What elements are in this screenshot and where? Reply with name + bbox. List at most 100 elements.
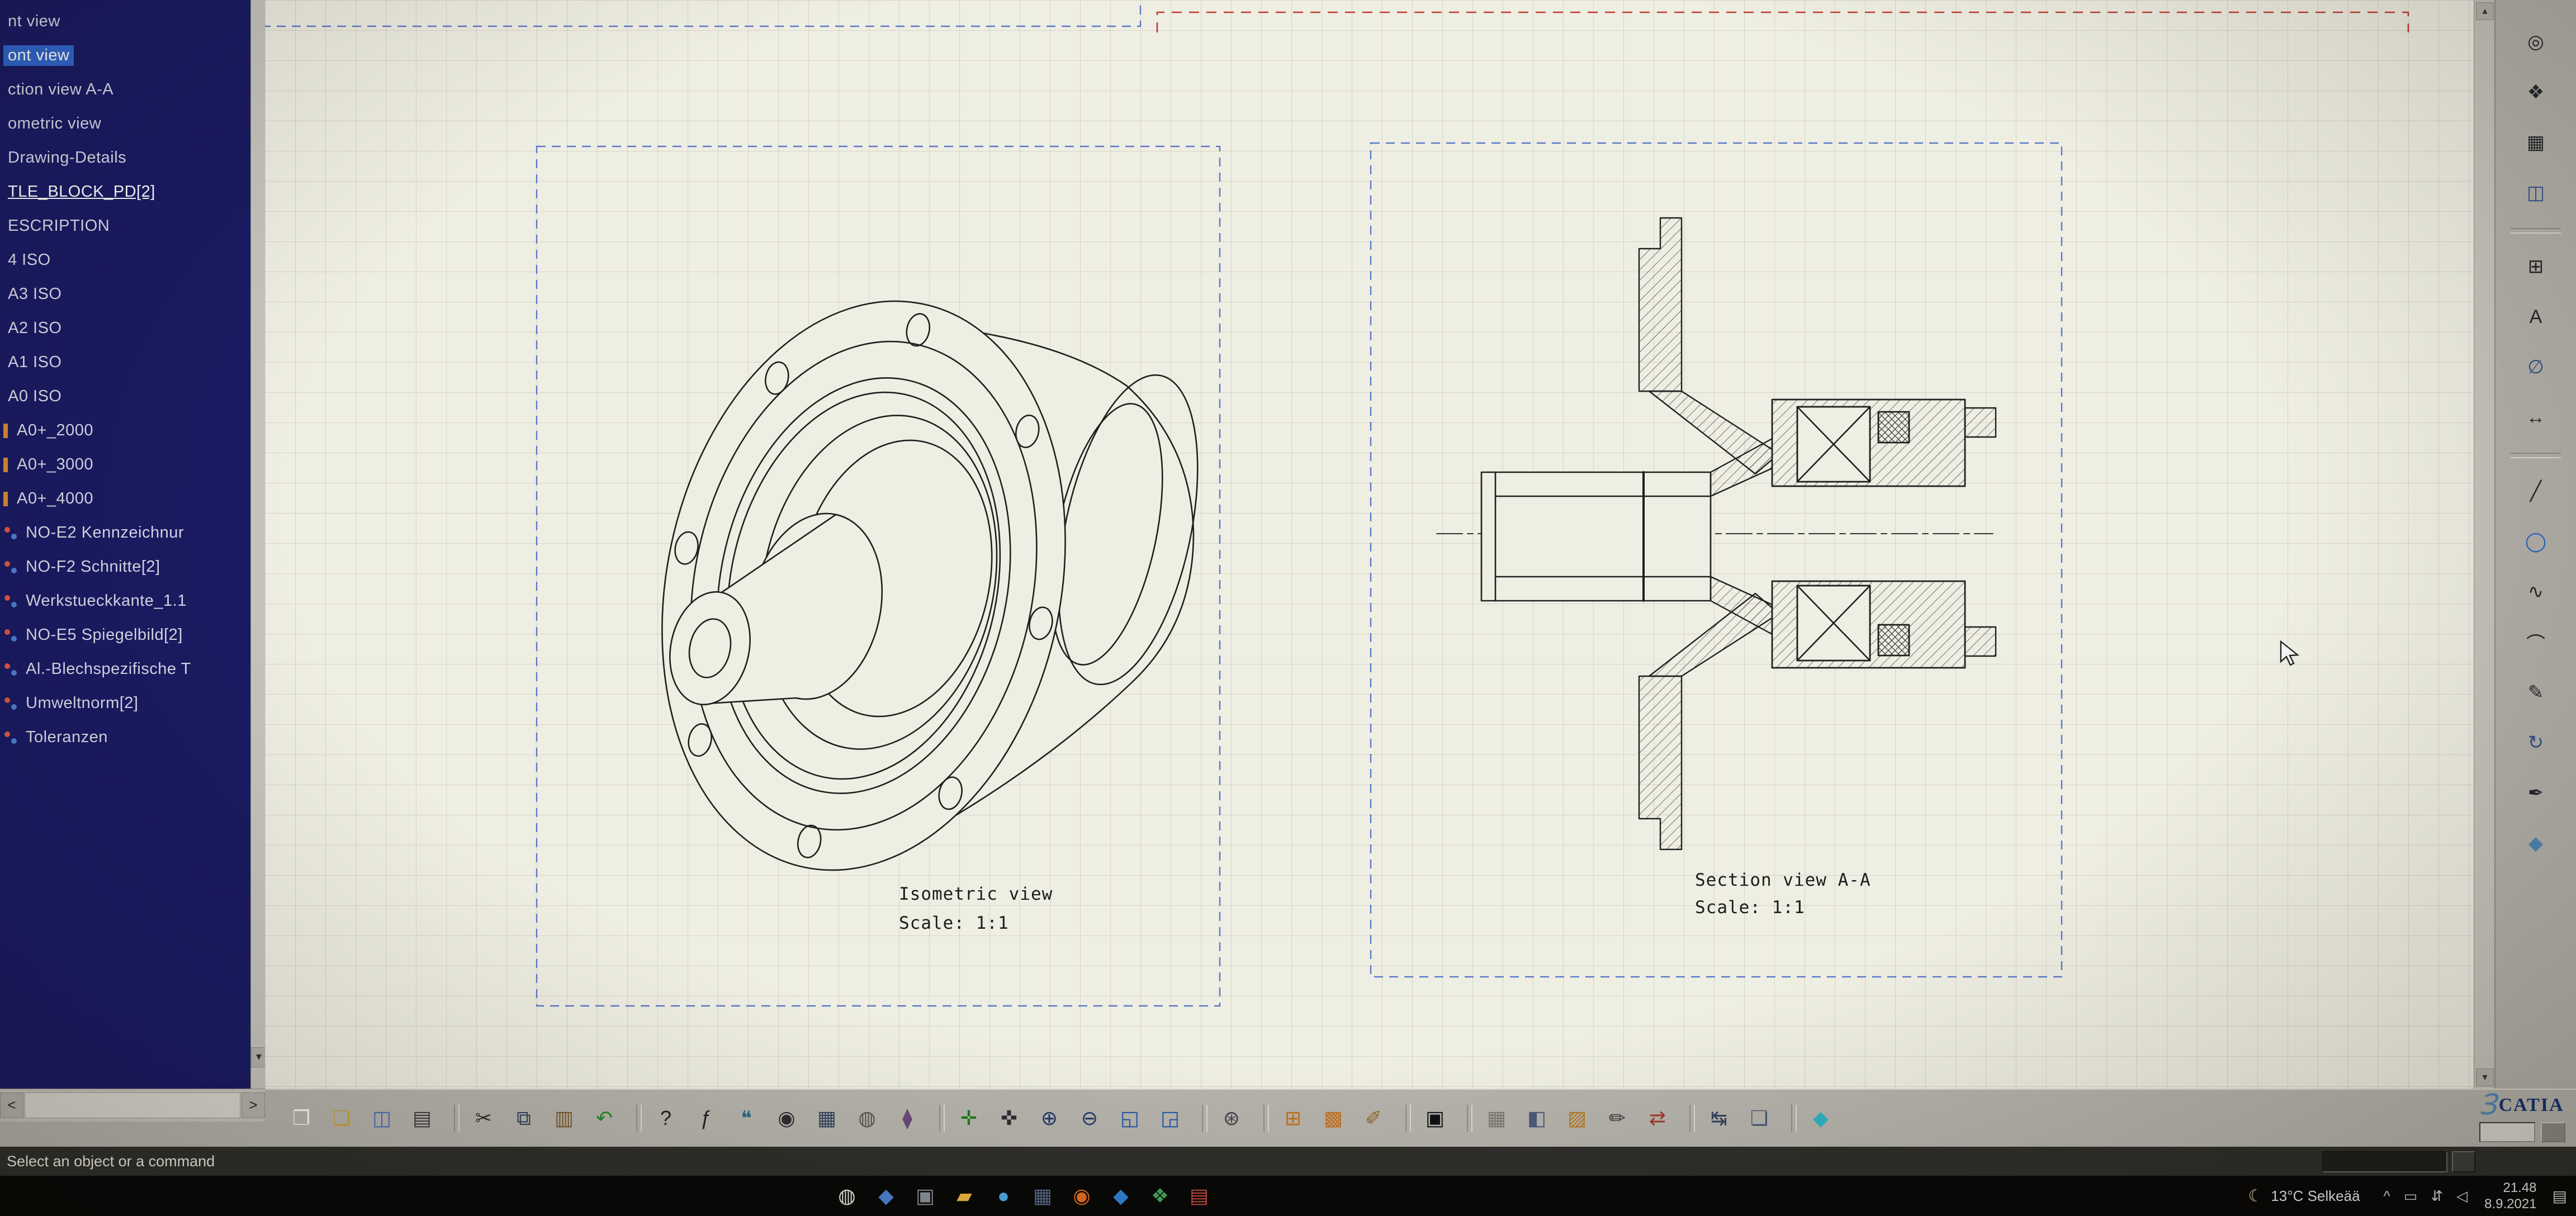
chat-button[interactable]: ❝	[730, 1102, 763, 1134]
tree-item[interactable]: Drawing-Details	[0, 141, 250, 175]
taskbar-app-7[interactable]: ◉	[1062, 1178, 1101, 1214]
volume-icon[interactable]: ◁	[2456, 1187, 2468, 1204]
isometric-view-drawing[interactable]	[612, 263, 1223, 908]
taskbar-app-1[interactable]: ◍	[827, 1178, 866, 1214]
sheet-vertical-scrollbar[interactable]: ▴ ▾	[2474, 0, 2495, 1089]
tree-vertical-scrollbar[interactable]: ▾	[250, 0, 267, 1089]
section-view-frame[interactable]	[1370, 142, 2063, 978]
pencil-icon[interactable]: ✎	[2520, 676, 2552, 709]
tree-item[interactable]: ont view	[0, 39, 250, 73]
undo-button[interactable]: ↶	[588, 1102, 621, 1134]
drawing-sheet[interactable]: Isometric view Scale: 1:1 Section view A…	[265, 0, 2474, 1089]
tree-item[interactable]: NO-F2 Schnitte[2]	[0, 550, 250, 584]
tree-item[interactable]: A3 ISO	[0, 277, 250, 311]
whats-this-button[interactable]: ?	[650, 1102, 682, 1134]
section-view-drawing[interactable]	[1436, 217, 1997, 851]
catalog-button[interactable]: ◉	[770, 1102, 803, 1134]
taskbar-clock[interactable]: 21.48 8.9.2021	[2484, 1180, 2536, 1212]
analysis-button[interactable]: ✐	[1357, 1102, 1390, 1134]
taskbar-app-2[interactable]: ◆	[866, 1178, 906, 1214]
grid-icon[interactable]: ⊞	[2520, 250, 2552, 283]
frame-title-icon[interactable]: ◫	[2520, 177, 2552, 209]
arc-icon[interactable]: ⌒	[2520, 626, 2552, 658]
normal-view-button[interactable]: ◱	[1114, 1102, 1146, 1134]
copy-button[interactable]: ⧉	[508, 1102, 540, 1134]
annotate-button[interactable]: ✏	[1601, 1102, 1633, 1134]
tree-item[interactable]: TLE_BLOCK_PD[2]	[0, 175, 250, 209]
taskbar-app-4[interactable]: ▰	[945, 1178, 984, 1214]
pattern-button[interactable]: ▨	[1561, 1102, 1593, 1134]
tree-item[interactable]: ESCRIPTION	[0, 209, 250, 243]
tree-item[interactable]: NO-E5 Spiegelbild[2]	[0, 618, 250, 652]
circle-icon[interactable]: ◯	[2520, 525, 2552, 558]
tree-item[interactable]: A2 ISO	[0, 311, 250, 345]
spline-icon[interactable]: ∿	[2520, 576, 2552, 608]
views-icon[interactable]: ❖	[2520, 76, 2552, 108]
cube-button[interactable]: ◆	[1805, 1102, 1837, 1134]
image-button[interactable]: ❏	[1743, 1102, 1775, 1134]
open-button[interactable]: ❏	[325, 1102, 358, 1134]
tree-item[interactable]: Werkstueckkante_1.1	[0, 584, 250, 618]
taskbar-app-10[interactable]: ▤	[1180, 1178, 1219, 1214]
frame-button[interactable]: ◧	[1521, 1102, 1553, 1134]
tree-item[interactable]: 4 ISO	[0, 243, 250, 277]
grid-button[interactable]: ⊞	[1277, 1102, 1309, 1134]
fit-all-button[interactable]: ✛	[953, 1102, 985, 1134]
text-icon[interactable]: A	[2520, 301, 2552, 333]
paste-button[interactable]: ▥	[548, 1102, 580, 1134]
table-edit-button[interactable]: ▦	[1480, 1102, 1513, 1134]
tree-item[interactable]: A0+_3000	[0, 448, 250, 482]
tray-expand-chevron[interactable]: ^	[2383, 1187, 2390, 1204]
new-document-button[interactable]: ❐	[285, 1102, 318, 1134]
zoom-in-button[interactable]: ⊕	[1033, 1102, 1066, 1134]
snap-button[interactable]: ▩	[1317, 1102, 1349, 1134]
render-style-button[interactable]: ⊛	[1215, 1102, 1248, 1134]
dimension-icon[interactable]: ↔	[2520, 401, 2552, 434]
diameter-dimension-icon[interactable]: ∅	[2520, 351, 2552, 383]
line-icon[interactable]: ╱	[2520, 475, 2552, 507]
update-icon[interactable]: ◎	[2520, 26, 2552, 58]
screen-button[interactable]: ▣	[1419, 1102, 1451, 1134]
link-button[interactable]: ⇄	[1641, 1102, 1674, 1134]
formula-button[interactable]: ƒ	[690, 1102, 722, 1134]
tree-horizontal-scrollbar[interactable]: < >	[0, 1089, 265, 1122]
tree-item[interactable]: A1 ISO	[0, 345, 250, 379]
stack-button[interactable]: ⧫	[891, 1102, 924, 1134]
scroll-down-button[interactable]: ▾	[251, 1047, 267, 1067]
compass-icon[interactable]: ◆	[2520, 827, 2552, 859]
weather-widget[interactable]: 13°C Selkeää	[2271, 1187, 2360, 1204]
tree-item[interactable]: Umweltnorm[2]	[0, 686, 250, 720]
taskbar-app-9[interactable]: ❖	[1140, 1178, 1180, 1214]
scroll-left-button[interactable]: <	[0, 1092, 23, 1118]
taskbar-app-5[interactable]: ●	[984, 1178, 1023, 1214]
swap-button[interactable]: ↹	[1703, 1102, 1735, 1134]
tree-item[interactable]: A0+_4000	[0, 482, 250, 516]
zoom-out-button[interactable]: ⊖	[1073, 1102, 1106, 1134]
corner-input[interactable]	[2479, 1122, 2535, 1142]
taskbar-app-6[interactable]: ▦	[1023, 1178, 1062, 1214]
pen-icon[interactable]: ✒	[2520, 777, 2552, 809]
taskbar-app-8[interactable]: ◆	[1101, 1178, 1140, 1214]
network-icon[interactable]: ⇵	[2431, 1187, 2444, 1204]
multi-view-button[interactable]: ◲	[1154, 1102, 1186, 1134]
sheet-scroll-up-button[interactable]: ▴	[2476, 2, 2494, 20]
tree-item[interactable]: NO-E2 Kennzeichnur	[0, 516, 250, 550]
cut-button[interactable]: ✂	[467, 1102, 500, 1134]
pan-button[interactable]: ✜	[993, 1102, 1025, 1134]
table-button[interactable]: ▦	[811, 1102, 843, 1134]
tree-item[interactable]: ometric view	[0, 107, 250, 141]
rotate-icon[interactable]: ↻	[2520, 726, 2552, 759]
tree-item[interactable]: Toleranzen	[0, 720, 250, 754]
tree-item[interactable]: A0 ISO	[0, 379, 250, 414]
sheet-icon[interactable]: ▦	[2520, 126, 2552, 159]
scroll-right-button[interactable]: >	[242, 1092, 265, 1118]
tree-item[interactable]: Al.-Blechspezifische T	[0, 652, 250, 686]
pc-icon[interactable]: ▭	[2403, 1187, 2418, 1204]
scrollbar-track[interactable]	[25, 1092, 240, 1118]
action-center-icon[interactable]: ▤	[2552, 1187, 2567, 1205]
taskbar-app-3[interactable]: ▣	[906, 1178, 945, 1214]
save-button[interactable]: ◫	[366, 1102, 398, 1134]
corner-button[interactable]	[2541, 1122, 2565, 1142]
sheet-scroll-down-button[interactable]: ▾	[2476, 1068, 2494, 1086]
print-button[interactable]: ▤	[406, 1102, 438, 1134]
